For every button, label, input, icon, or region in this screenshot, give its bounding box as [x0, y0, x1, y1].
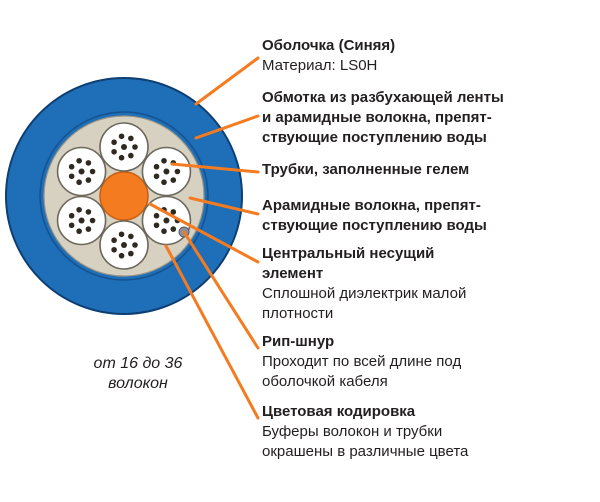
callout-aramid-heading-line-2: ствующие поступлению воды — [262, 217, 487, 234]
jacket-inner-ring — [39, 111, 209, 281]
fiber-dot — [132, 242, 138, 248]
fiber-dot — [118, 154, 125, 161]
fiber-dot — [118, 133, 125, 140]
callout-gel-tubes-heading: Трубки, заполненные гелем — [262, 161, 470, 178]
gel-filled-tube — [99, 122, 149, 172]
central-strength-member — [99, 171, 149, 221]
fiber-dot — [85, 209, 92, 215]
callout-swell-tape: Обмотка из разбухающей ленты и арамидные… — [262, 88, 598, 148]
callout-central-member-heading: Центральный несущий — [262, 245, 435, 262]
cable-cross-section — [5, 77, 243, 315]
fiber-dot — [111, 148, 117, 155]
fiber-dot — [68, 163, 75, 170]
fiber-dot — [153, 173, 160, 180]
leader-line — [148, 202, 260, 264]
fiber-dot — [76, 157, 82, 164]
leader-line — [194, 114, 260, 140]
fiber-dot — [153, 222, 160, 229]
fiber-dot — [132, 144, 138, 150]
fiber-dot — [76, 228, 82, 235]
callout-jacket-heading: Оболочка (Синяя) — [262, 37, 396, 54]
callout-jacket-desc: Материал: LS0H — [262, 57, 378, 74]
fiber-dot — [85, 226, 92, 232]
fiber-dot — [118, 231, 125, 238]
callout-gel-tubes: Трубки, заполненные гелем — [262, 160, 598, 180]
fiber-count-label: от 16 до 36 волокон — [78, 354, 198, 394]
fiber-dot — [76, 179, 82, 186]
fiber-dot — [121, 144, 127, 150]
callout-swell-tape-heading-line-3: ствующие поступлению воды — [262, 129, 487, 146]
callout-central-member-heading-line-2: элемент — [262, 265, 324, 282]
fiber-dot — [76, 206, 82, 213]
leader-line — [188, 196, 260, 216]
fiber-dot — [161, 228, 167, 235]
gel-filled-tube — [141, 146, 192, 197]
callout-ripcord: Рип-шнур Проходит по всей длине под обол… — [262, 332, 598, 392]
gel-filled-tube — [56, 146, 107, 197]
callout-central-member: Центральный несущий элемент Сплошной диэ… — [262, 244, 598, 324]
fiber-dot — [174, 168, 181, 175]
fiber-count-line-1: от 16 до 36 — [93, 355, 183, 372]
gel-filled-tube — [56, 195, 107, 246]
fiber-dot — [78, 217, 85, 224]
fiber-dot — [163, 168, 170, 175]
fiber-dot — [128, 135, 134, 142]
fiber-dot — [111, 139, 117, 146]
callout-color-coding-heading: Цветовая кодировка — [262, 403, 416, 420]
callout-aramid: Арамидные волокна, препят- ствующие пост… — [262, 196, 598, 236]
leader-line — [170, 162, 260, 174]
fiber-dot — [170, 209, 177, 215]
fiber-dot — [68, 173, 75, 180]
fiber-dot — [68, 212, 75, 219]
fiber-dot — [78, 168, 85, 175]
fiber-dot — [128, 250, 134, 257]
callout-ripcord-heading: Рип-шнур — [262, 333, 335, 350]
fiber-dot — [121, 242, 127, 248]
fiber-dot — [161, 157, 167, 164]
callout-ripcord-desc-line-1: Проходит по всей длине под — [262, 353, 462, 370]
callout-aramid-heading: Арамидные волокна, препят- — [262, 197, 481, 214]
fiber-dot — [153, 212, 160, 219]
callout-jacket: Оболочка (Синяя) Материал: LS0H — [262, 36, 598, 76]
fiber-dot — [68, 222, 75, 229]
callout-color-coding: Цветовая кодировка Буферы волокон и труб… — [262, 402, 598, 462]
fiber-dot — [170, 177, 177, 183]
callout-central-member-desc-line-2: плотности — [262, 305, 334, 322]
callout-central-member-desc-line-1: Сплошной диэлектрик малой — [262, 285, 467, 302]
leader-line — [182, 230, 260, 350]
fiber-dot — [128, 233, 134, 240]
callout-swell-tape-heading-line-2: и арамидные волокна, препят- — [262, 109, 492, 126]
fiber-dot — [89, 217, 96, 224]
fiber-dot — [161, 179, 167, 186]
fiber-dot — [170, 226, 177, 232]
fiber-dot — [153, 163, 160, 170]
fiber-dot — [111, 237, 117, 244]
fiber-dot — [111, 246, 117, 253]
callout-swell-tape-heading: Обмотка из разбухающей ленты — [262, 89, 504, 106]
fiber-count-line-2: волокон — [108, 375, 168, 392]
callout-color-coding-desc-line-2: окрашены в различные цвета — [262, 443, 469, 460]
leader-lines — [148, 56, 260, 420]
fiber-dot — [163, 217, 170, 224]
fiber-dot — [85, 160, 92, 166]
fiber-dot — [85, 177, 92, 183]
gel-filled-tube — [99, 220, 149, 270]
fiber-dot — [128, 152, 134, 159]
fiber-dot — [89, 168, 96, 175]
callout-ripcord-desc-line-2: оболочкой кабеля — [262, 373, 388, 390]
fiber-dot — [118, 252, 125, 259]
leader-line — [194, 56, 260, 106]
gel-filled-tube — [141, 195, 192, 246]
callout-color-coding-desc-line-1: Буферы волокон и трубки — [262, 423, 443, 440]
leader-line — [164, 244, 260, 420]
